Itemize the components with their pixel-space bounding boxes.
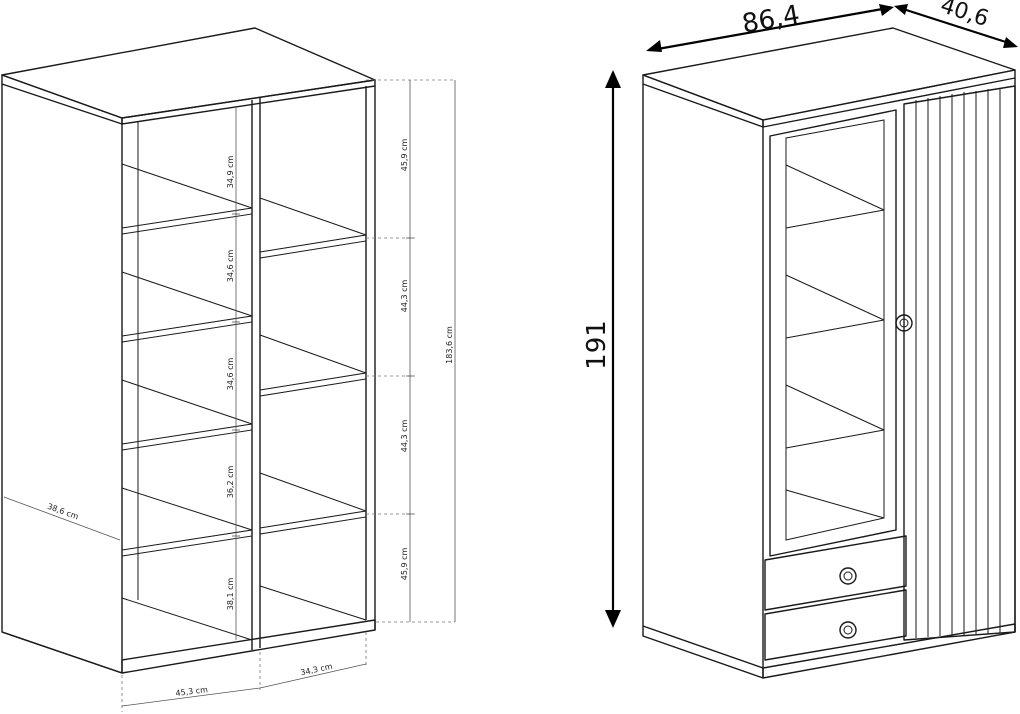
- left-shelf-height-5: 38,1 cm: [226, 578, 235, 611]
- left-width-label: 45,3 cm: [175, 685, 209, 698]
- right-shelf-height-3: 44,3 cm: [400, 420, 409, 453]
- total-height-label: 183,6 cm: [445, 326, 454, 364]
- right-shelves: [259, 197, 367, 621]
- height-label-right: 191: [582, 320, 612, 370]
- depth-label-right: 40,6: [937, 0, 991, 32]
- right-shelf-height-4: 45,9 cm: [400, 548, 409, 581]
- left-shelf-height-1: 34,9 cm: [226, 156, 235, 189]
- glass-shelves: [785, 164, 885, 519]
- right-shelf-height-2: 44,3 cm: [400, 280, 409, 313]
- right-shelf-height-1: 45,9 cm: [400, 139, 409, 172]
- closed-cabinet-view: 86,4 40,6 191: [582, 0, 1018, 679]
- width-label: 86,4: [740, 0, 802, 40]
- left-shelf-height-2: 34,6 cm: [226, 250, 235, 283]
- drawer-2: [764, 589, 907, 661]
- open-shelf-unit-view: 34,9 cm 34,6 cm 34,6 cm 36,2 cm 38,1 cm …: [1, 27, 456, 712]
- fluted-door-panel: [903, 85, 1016, 641]
- left-shelf-height-4: 36,2 cm: [226, 466, 235, 499]
- left-shelves: [121, 163, 253, 641]
- drawer-1: [764, 535, 907, 611]
- left-shelf-height-3: 34,6 cm: [226, 358, 235, 391]
